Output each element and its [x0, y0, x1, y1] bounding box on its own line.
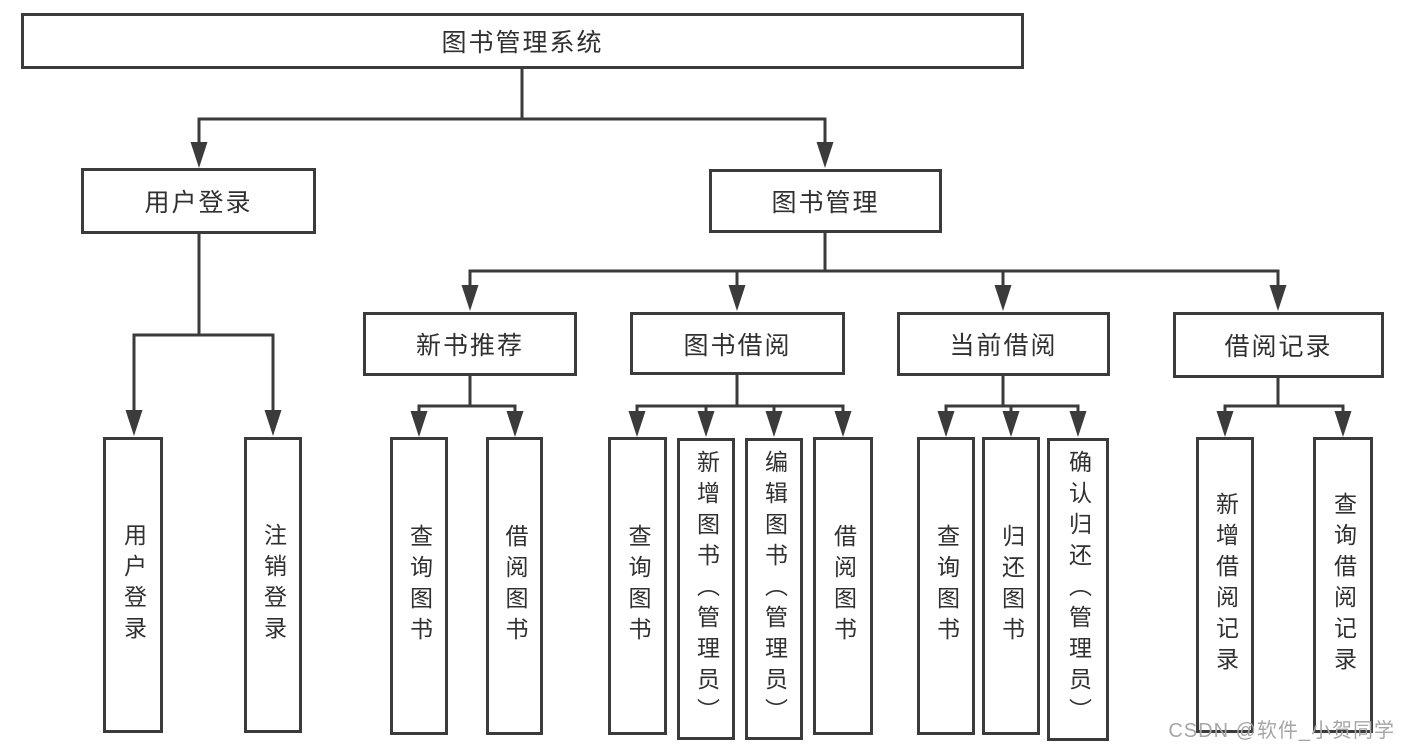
watermark: CSDN @软件_小贺同学 — [1168, 720, 1395, 742]
leaf-add-book-admin: 新增图书（管理员） — [677, 438, 735, 740]
leaf-logout: 注销登录 — [244, 437, 302, 733]
leaf-confirm-return-admin: 确认归还（管理员） — [1047, 438, 1109, 741]
arrowhead-icon — [506, 411, 524, 437]
leaf-borrow-books-borrow: 借阅图书 — [813, 437, 873, 735]
arrowhead-icon — [264, 410, 282, 436]
leaf-return-books: 归还图书 — [982, 437, 1040, 735]
leaf-user-login: 用户登录 — [103, 437, 163, 733]
leaf-edit-book-admin: 编辑图书（管理员） — [745, 438, 803, 740]
leaf-query-books-current-label: 查询图书 — [933, 524, 960, 648]
node-borrow-records-label: 借阅记录 — [1224, 333, 1333, 361]
node-user-login: 用户登录 — [81, 168, 316, 234]
leaf-query-borrow-record: 查询借阅记录 — [1313, 437, 1373, 733]
arrowhead-icon — [125, 410, 143, 436]
node-book-borrow: 图书借阅 — [630, 312, 845, 375]
arrowhead-icon — [937, 411, 955, 437]
arrowhead-icon — [1334, 411, 1352, 437]
arrowhead-icon — [1216, 411, 1234, 437]
arrowhead-icon — [461, 285, 479, 311]
arrowhead-icon — [697, 411, 715, 437]
arrowhead-icon — [728, 285, 746, 311]
leaf-borrow-books-borrow-label: 借阅图书 — [830, 524, 857, 648]
leaf-borrow-books-recommend-label: 借阅图书 — [502, 524, 528, 648]
leaf-logout-label: 注销登录 — [260, 523, 287, 647]
leaf-query-books-recommend: 查询图书 — [390, 437, 448, 735]
leaf-add-borrow-record: 新增借阅记录 — [1196, 437, 1254, 733]
leaf-add-book-admin-label: 新增图书（管理员） — [693, 449, 720, 729]
arrowhead-icon — [816, 142, 834, 168]
leaf-edit-book-admin-label: 编辑图书（管理员） — [761, 449, 788, 729]
arrowhead-icon — [994, 285, 1012, 311]
leaf-query-books-recommend-label: 查询图书 — [406, 524, 433, 648]
arrowhead-icon — [765, 411, 783, 437]
arrowhead-icon — [628, 411, 646, 437]
leaf-add-borrow-record-label: 新增借阅记录 — [1212, 492, 1239, 678]
arrowhead-icon — [1269, 285, 1287, 311]
arrowhead-icon — [190, 142, 208, 168]
node-new-book-recommend: 新书推荐 — [363, 312, 577, 376]
node-book-borrow-label: 图书借阅 — [683, 331, 792, 360]
leaf-user-login-label: 用户登录 — [120, 523, 147, 647]
node-current-borrow-label: 当前借阅 — [949, 332, 1058, 360]
leaf-borrow-books-recommend: 借阅图书 — [486, 437, 543, 735]
node-book-management-label: 图书管理 — [771, 189, 880, 217]
node-book-management: 图书管理 — [709, 169, 942, 233]
arrowhead-icon — [1002, 411, 1020, 437]
leaf-confirm-return-admin-label: 确认归还（管理员） — [1065, 450, 1092, 729]
leaf-return-books-label: 归还图书 — [998, 524, 1025, 648]
leaf-query-books-borrow-label: 查询图书 — [625, 524, 651, 648]
node-user-login-label: 用户登录 — [144, 189, 253, 217]
leaf-query-books-current: 查询图书 — [917, 437, 975, 735]
node-current-borrow: 当前借阅 — [897, 312, 1110, 376]
leaf-query-books-borrow: 查询图书 — [608, 437, 667, 735]
node-root-label: 图书管理系统 — [441, 29, 604, 57]
arrowhead-icon — [1069, 411, 1087, 437]
arrowhead-icon — [834, 411, 852, 437]
leaf-query-borrow-record-label: 查询借阅记录 — [1330, 492, 1357, 678]
arrowhead-icon — [410, 411, 428, 437]
node-new-book-recommend-label: 新书推荐 — [415, 332, 524, 360]
node-borrow-records: 借阅记录 — [1173, 312, 1384, 378]
node-root: 图书管理系统 — [21, 13, 1024, 69]
